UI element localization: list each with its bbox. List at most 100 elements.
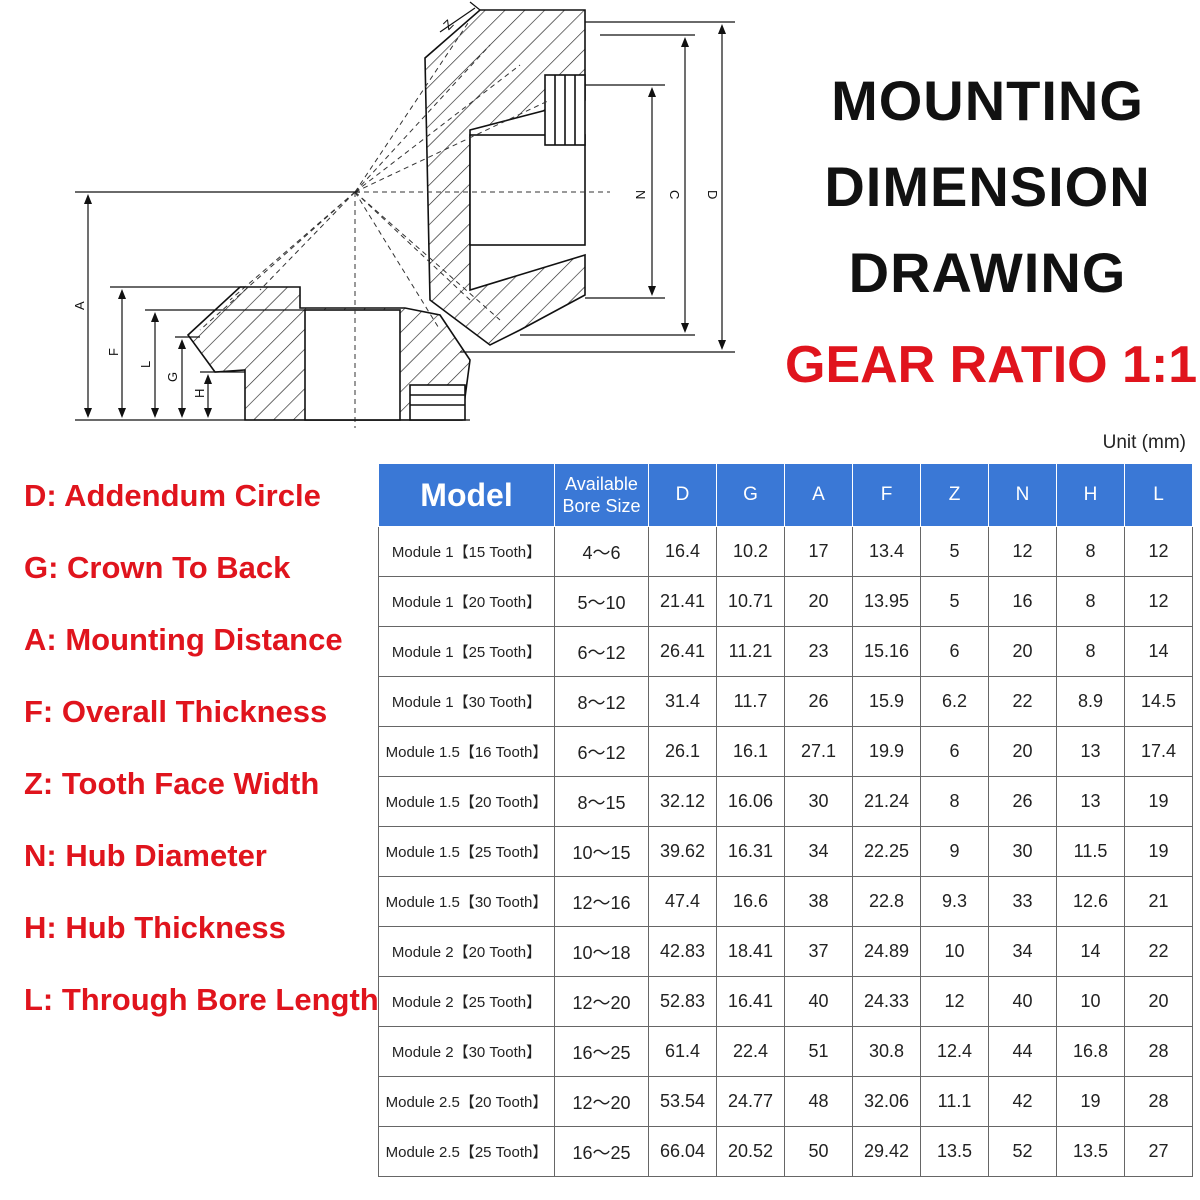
- cell-h: 10: [1056, 976, 1125, 1027]
- cell-model: Module 2【25 Tooth】: [378, 976, 555, 1027]
- cell-model: Module 1.5【16 Tooth】: [378, 726, 555, 777]
- cell-h: 13.5: [1056, 1126, 1125, 1177]
- cell-z: 12: [920, 976, 989, 1027]
- cell-z: 9.3: [920, 876, 989, 927]
- cell-g: 16.1: [716, 726, 785, 777]
- header-d: D: [648, 463, 717, 527]
- spec-table: Model Available Bore Size D G A F Z N H …: [378, 463, 1193, 1177]
- cell-model: Module 1【15 Tooth】: [378, 526, 555, 577]
- legend-item: H: Hub Thickness: [24, 910, 286, 945]
- gear-ratio-label: GEAR RATIO 1:1: [785, 336, 1198, 394]
- dimension-arrows: [84, 24, 726, 418]
- cell-a: 27.1: [784, 726, 853, 777]
- cell-g: 10.2: [716, 526, 785, 577]
- cell-g: 11.7: [716, 676, 785, 727]
- legend-item: L: Through Bore Length: [24, 982, 379, 1017]
- cell-bore-size: 5～10: [554, 576, 649, 627]
- cell-l: 19: [1124, 826, 1193, 877]
- cell-n: 40: [988, 976, 1057, 1027]
- cell-h: 13: [1056, 776, 1125, 827]
- title-line-3: DRAWING: [848, 241, 1127, 304]
- cell-l: 17.4: [1124, 726, 1193, 777]
- cell-z: 6.2: [920, 676, 989, 727]
- cell-z: 5: [920, 576, 989, 627]
- cell-l: 28: [1124, 1026, 1193, 1077]
- cell-model: Module 1.5【30 Tooth】: [378, 876, 555, 927]
- header-g: G: [716, 463, 785, 527]
- cell-h: 19: [1056, 1076, 1125, 1127]
- cell-n: 42: [988, 1076, 1057, 1127]
- cell-z: 12.4: [920, 1026, 989, 1077]
- cell-z: 13.5: [920, 1126, 989, 1177]
- dim-label-n: N: [633, 190, 648, 199]
- cell-bore-size: 10～15: [554, 826, 649, 877]
- cell-z: 11.1: [920, 1076, 989, 1127]
- cell-f: 32.06: [852, 1076, 921, 1127]
- upper-gear-section: [424, 9, 586, 346]
- dim-label-f: F: [106, 348, 121, 356]
- header-n: N: [988, 463, 1057, 527]
- cell-bore-size: 6～12: [554, 726, 649, 777]
- cell-f: 24.89: [852, 926, 921, 977]
- cell-model: Module 1.5【25 Tooth】: [378, 826, 555, 877]
- cell-a: 17: [784, 526, 853, 577]
- cell-f: 13.4: [852, 526, 921, 577]
- cell-z: 10: [920, 926, 989, 977]
- cell-g: 16.6: [716, 876, 785, 927]
- cell-l: 12: [1124, 526, 1193, 577]
- legend-item: F: Overall Thickness: [24, 694, 328, 729]
- header-model: Model: [378, 463, 555, 527]
- legend-item: Z: Tooth Face Width: [24, 766, 320, 801]
- legend-item: G: Crown To Back: [24, 550, 291, 585]
- cell-d: 26.1: [648, 726, 717, 777]
- cell-f: 22.8: [852, 876, 921, 927]
- cell-model: Module 2.5【20 Tooth】: [378, 1076, 555, 1127]
- cell-a: 38: [784, 876, 853, 927]
- cell-h: 13: [1056, 726, 1125, 777]
- cell-h: 11.5: [1056, 826, 1125, 877]
- cell-n: 20: [988, 626, 1057, 677]
- cell-n: 12: [988, 526, 1057, 577]
- cell-l: 14.5: [1124, 676, 1193, 727]
- cell-model: Module 1【25 Tooth】: [378, 626, 555, 677]
- cell-l: 28: [1124, 1076, 1193, 1127]
- cell-f: 24.33: [852, 976, 921, 1027]
- cell-g: 10.71: [716, 576, 785, 627]
- cell-f: 21.24: [852, 776, 921, 827]
- cell-l: 20: [1124, 976, 1193, 1027]
- cell-a: 40: [784, 976, 853, 1027]
- cell-a: 48: [784, 1076, 853, 1127]
- cell-z: 6: [920, 726, 989, 777]
- cell-f: 19.9: [852, 726, 921, 777]
- cell-n: 33: [988, 876, 1057, 927]
- header-bore-size: Available Bore Size: [554, 463, 649, 527]
- dimension-legend: D: Addendum Circle G: Crown To Back A: M…: [24, 478, 379, 1054]
- cell-g: 18.41: [716, 926, 785, 977]
- cell-a: 34: [784, 826, 853, 877]
- cell-bore-size: 8～15: [554, 776, 649, 827]
- cell-a: 51: [784, 1026, 853, 1077]
- cell-bore-size: 12～20: [554, 1076, 649, 1127]
- cell-d: 31.4: [648, 676, 717, 727]
- unit-label: Unit (mm): [1102, 432, 1186, 453]
- cell-a: 50: [784, 1126, 853, 1177]
- header-l: L: [1124, 463, 1193, 527]
- cell-model: Module 1.5【20 Tooth】: [378, 776, 555, 827]
- cell-g: 24.77: [716, 1076, 785, 1127]
- cell-model: Module 1【30 Tooth】: [378, 676, 555, 727]
- cell-d: 52.83: [648, 976, 717, 1027]
- cell-z: 6: [920, 626, 989, 677]
- cell-g: 22.4: [716, 1026, 785, 1077]
- dimension-lines: [75, 1, 735, 421]
- dim-label-d: D: [705, 190, 720, 199]
